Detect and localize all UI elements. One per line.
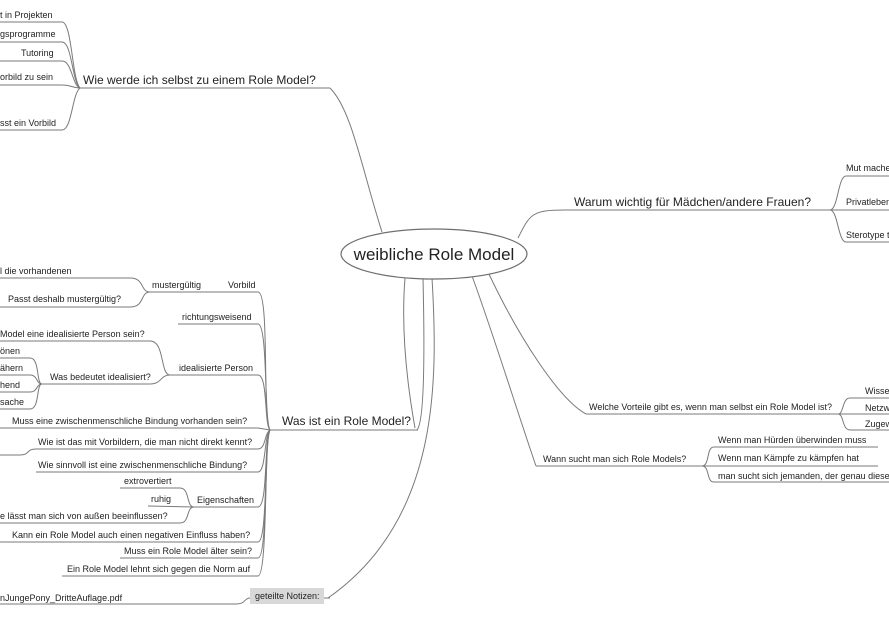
shared-notes[interactable]: geteilte Notizen: nJungePony_DritteAufla… — [0, 588, 324, 604]
topic[interactable]: Wisse — [865, 386, 889, 396]
topic[interactable]: t in Projekten — [0, 10, 53, 20]
topic[interactable]: Muss eine zwischenmenschliche Bindung vo… — [12, 416, 247, 426]
topic[interactable]: Model eine idealisierte Person sein? — [0, 329, 145, 339]
topic[interactable]: Wenn man Kämpfe zu kämpfen hat — [718, 453, 859, 463]
topic[interactable]: önen — [0, 346, 20, 356]
topic[interactable]: Was bedeutet idealisiert? — [50, 372, 151, 382]
branch-label: Welche Vorteile gibt es, wenn man selbst… — [589, 402, 832, 412]
topic-mustergueltig[interactable]: mustergültig — [152, 280, 201, 290]
topic[interactable]: hend — [0, 380, 20, 390]
topic[interactable]: Ein Role Model lehnt sich gegen die Norm… — [67, 564, 251, 574]
topic[interactable]: orbild zu sein — [0, 72, 53, 82]
topic[interactable]: ähern — [0, 363, 23, 373]
branch-wann-sucht-man[interactable]: Wann sucht man sich Role Models? Wenn ma… — [543, 435, 889, 481]
branch-label: Wie werde ich selbst zu einem Role Model… — [83, 73, 316, 87]
notes-label-bg — [250, 588, 324, 604]
topic-richtungsweisend[interactable]: richtungsweisend — [182, 312, 252, 322]
branch-label: Was ist ein Role Model? — [282, 414, 411, 428]
topic[interactable]: Netzw — [865, 403, 889, 413]
topic[interactable]: Mut mache — [846, 163, 889, 173]
branch-was-ist-role-model[interactable]: Was ist ein Role Model? Vorbild mustergü… — [0, 266, 411, 574]
topic[interactable]: sache — [0, 397, 24, 407]
topic[interactable]: e lässt man sich von außen beeinflussen? — [0, 511, 168, 521]
central-topic: weibliche Role Model — [353, 245, 515, 264]
branch-wie-werde-ich[interactable]: Wie werde ich selbst zu einem Role Model… — [0, 10, 316, 128]
topic[interactable]: Wenn man Hürden überwinden muss — [718, 435, 867, 445]
topic[interactable]: man sucht sich jemanden, der genau diese — [718, 471, 889, 481]
topic[interactable]: Zugew — [865, 419, 889, 429]
topic[interactable]: gsprogramme — [0, 29, 56, 39]
connectors — [0, 21, 889, 605]
attached-file[interactable]: nJungePony_DritteAuflage.pdf — [0, 593, 123, 603]
branch-label: Wann sucht man sich Role Models? — [543, 454, 686, 464]
central-node[interactable]: weibliche Role Model — [340, 228, 528, 280]
topic-eigenschaften[interactable]: Eigenschaften — [197, 495, 254, 505]
topic-vorbild[interactable]: Vorbild — [228, 280, 256, 290]
topic[interactable]: Passt deshalb mustergültig? — [8, 294, 121, 304]
branch-label: Warum wichtig für Mädchen/andere Frauen? — [574, 195, 811, 209]
topic[interactable]: Sterotype t — [846, 230, 889, 240]
topic[interactable]: Kann ein Role Model auch einen negativen… — [12, 530, 250, 540]
notes-label: geteilte Notizen: — [255, 591, 320, 601]
topic-idealisierte-person[interactable]: idealisierte Person — [179, 363, 253, 373]
topic[interactable]: ruhig — [151, 494, 171, 504]
topic[interactable]: Tutoring — [21, 48, 54, 58]
topic[interactable]: Muss ein Role Model älter sein? — [124, 546, 252, 556]
topic[interactable]: Privatleben — [846, 197, 889, 207]
topic[interactable]: l die vorhandenen — [0, 266, 72, 276]
topic[interactable]: Wie sinnvoll ist eine zwischenmenschlich… — [38, 460, 247, 470]
topic[interactable]: Wie ist das mit Vorbildern, die man nich… — [38, 437, 252, 447]
topic[interactable]: extrovertiert — [124, 476, 172, 486]
topic[interactable]: sst ein Vorbild — [0, 118, 56, 128]
branch-warum-wichtig[interactable]: Warum wichtig für Mädchen/andere Frauen?… — [574, 163, 889, 240]
branch-welche-vorteile[interactable]: Welche Vorteile gibt es, wenn man selbst… — [589, 386, 889, 429]
